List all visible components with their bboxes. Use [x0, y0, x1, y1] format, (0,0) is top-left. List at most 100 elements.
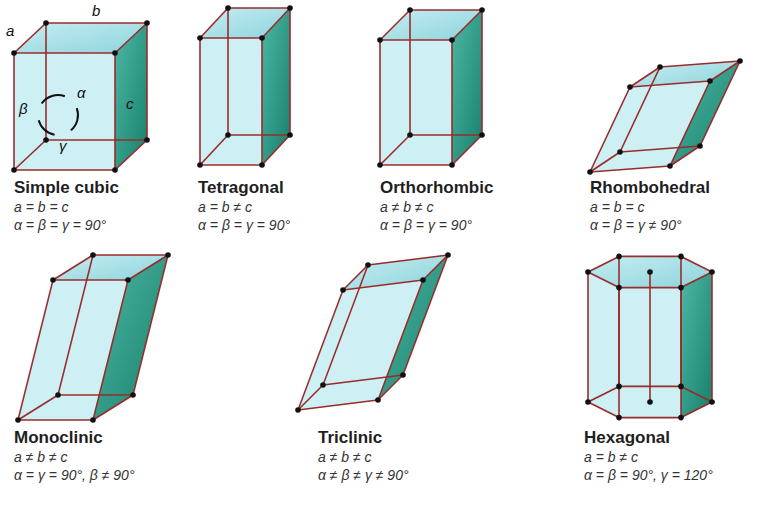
cell-edge: [670, 146, 700, 166]
cell-edge: [630, 67, 660, 87]
cell-edge: [380, 39, 452, 41]
cell-edge: [681, 402, 712, 418]
cell-edge: [13, 53, 15, 170]
edge-relation: a = b = c: [590, 199, 644, 215]
lattice-point: [295, 407, 301, 413]
lattice-point: [445, 252, 451, 258]
lattice-point: [479, 132, 485, 138]
lattice-point: [55, 392, 61, 398]
lattice-point: [400, 372, 406, 378]
cell-edge: [423, 255, 448, 280]
cell-edge: [700, 61, 740, 146]
cell-edge: [710, 61, 740, 81]
lattice-point: [365, 262, 371, 268]
cell-edge: [14, 169, 115, 171]
angle-relation: α = γ = 90°, β ≠ 90°: [14, 467, 134, 483]
angle-arc: [39, 120, 55, 135]
front-face: [200, 38, 262, 165]
cell-edge: [262, 135, 290, 165]
system-name: Simple cubic: [14, 178, 119, 198]
cell-edge: [45, 23, 47, 140]
angle-label: β: [19, 100, 28, 117]
cell-edge: [18, 419, 93, 421]
lattice-point: [225, 132, 231, 138]
angle-relation: α = β = γ = 90°: [198, 217, 290, 233]
lattice-point: [259, 162, 265, 168]
edge-length-label: a: [6, 22, 14, 39]
lattice-point: [112, 167, 118, 173]
lattice-point: [377, 37, 383, 43]
cell-edge: [630, 81, 710, 87]
lattice-point: [225, 5, 231, 11]
angle-relation: α ≠ β ≠ γ ≠ 90°: [318, 467, 409, 483]
cell-edge: [588, 386, 619, 402]
lattice-point: [165, 252, 171, 258]
lattice-point: [647, 399, 653, 405]
cell-edge: [618, 256, 620, 386]
angle-relation: α = β = γ = 90°: [380, 217, 472, 233]
cell-edge: [14, 140, 46, 170]
lattice-point: [585, 269, 591, 275]
cell-edge: [93, 395, 133, 420]
system-name: Orthorhombic: [380, 178, 493, 198]
cell-edge: [681, 256, 712, 272]
cell-edge: [133, 255, 168, 395]
cell-edge: [146, 23, 148, 140]
side-face: [452, 10, 482, 165]
lattice-point: [11, 50, 17, 56]
lattice-point: [647, 269, 653, 275]
cell-edge: [649, 272, 651, 402]
lattice-point: [616, 384, 622, 390]
cell-edge: [228, 134, 290, 136]
side-face: [378, 255, 448, 400]
system-name: Monoclinic: [14, 428, 103, 448]
lattice-point: [197, 35, 203, 41]
lattice-point: [617, 149, 623, 155]
unit-cell: [15, 252, 171, 423]
edge-relation: a ≠ b ≠ c: [380, 199, 434, 215]
cell-edge: [128, 255, 168, 280]
unit-cell: [295, 252, 451, 413]
edge-relation: a ≠ b ≠ c: [318, 449, 372, 465]
lattice-point: [197, 162, 203, 168]
cell-edge: [380, 10, 410, 40]
lattice-point: [377, 162, 383, 168]
cell-edge: [620, 67, 660, 152]
cell-edge: [368, 255, 448, 265]
front-face: [380, 40, 452, 165]
cell-edge: [380, 135, 410, 165]
cell-edge: [58, 255, 93, 395]
lattice-point: [407, 132, 413, 138]
lattice-point: [259, 35, 265, 41]
lattice-point: [678, 254, 684, 260]
cell-edge: [378, 375, 403, 400]
cell-edge: [115, 23, 147, 53]
lattice-point: [449, 162, 455, 168]
unit-cell: [587, 58, 743, 175]
edge-relation: a ≠ b ≠ c: [14, 449, 68, 465]
cell-edge: [115, 140, 147, 170]
lattice-point: [678, 384, 684, 390]
system-name: Hexagonal: [584, 428, 670, 448]
cell-edge: [200, 8, 228, 38]
lattice-point: [50, 277, 56, 283]
cell-edge: [200, 135, 228, 165]
cell-edge: [588, 272, 619, 288]
side-face: [262, 8, 290, 165]
cell-edge: [588, 256, 619, 272]
lattice-point: [375, 397, 381, 403]
cell-edge: [343, 280, 423, 290]
lattice-point: [130, 392, 136, 398]
angle-relation: α = β = γ ≠ 90°: [590, 217, 682, 233]
lattice-point: [43, 137, 49, 143]
cell-edge: [93, 280, 128, 420]
unit-cell: [11, 20, 150, 173]
cell-edge: [590, 152, 620, 172]
cell-edge: [199, 38, 201, 165]
lattice-point: [627, 84, 633, 90]
cell-edge: [323, 265, 368, 385]
cell-edge: [619, 256, 681, 258]
unit-cell: [377, 7, 485, 168]
edge-relation: a = b = c: [14, 199, 68, 215]
